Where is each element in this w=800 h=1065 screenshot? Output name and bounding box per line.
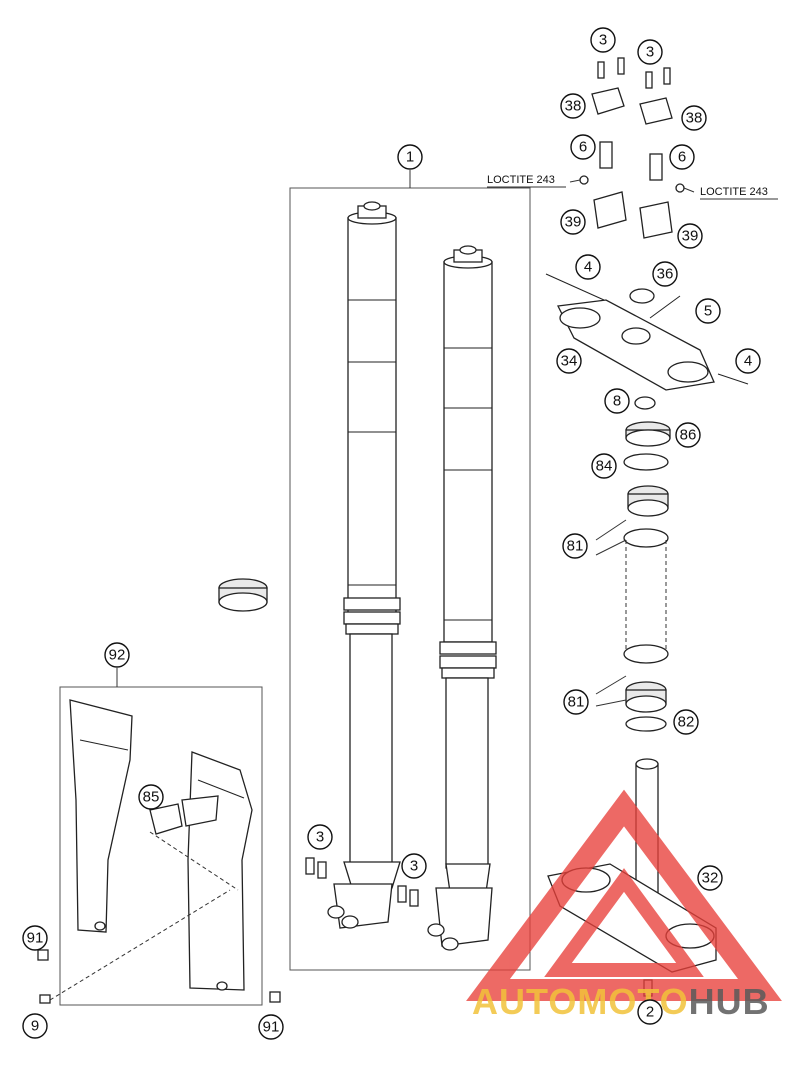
callout-92: 92 [104, 642, 130, 668]
callout-4: 4 [575, 254, 601, 280]
svg-text:81: 81 [567, 538, 584, 555]
watermark-text-part2: HUB [689, 981, 770, 1022]
svg-text:85: 85 [143, 789, 160, 806]
svg-text:5: 5 [704, 303, 712, 320]
svg-text:91: 91 [27, 930, 44, 947]
fork-group-frame [289, 187, 531, 971]
fork-guard-group-frame [59, 686, 263, 1006]
svg-text:3: 3 [599, 32, 607, 49]
svg-text:3: 3 [646, 44, 654, 61]
callout-3: 3 [590, 27, 616, 53]
svg-text:39: 39 [565, 214, 582, 231]
svg-text:6: 6 [579, 139, 587, 156]
left-fork-leg [327, 201, 401, 929]
svg-text:38: 38 [565, 98, 582, 115]
upper-triple-clamp [545, 273, 749, 391]
callout-8: 8 [604, 388, 630, 414]
svg-text:6: 6 [678, 149, 686, 166]
right-fork-leg [427, 245, 497, 951]
left-fork-guard [69, 699, 133, 933]
callout-39: 39 [560, 209, 586, 235]
svg-text:2: 2 [646, 1004, 654, 1021]
callout-5: 5 [695, 298, 721, 324]
callout-9: 9 [22, 1013, 48, 1039]
svg-text:8: 8 [613, 393, 621, 410]
callout-3: 3 [637, 39, 663, 65]
svg-text:3: 3 [316, 829, 324, 846]
svg-text:4: 4 [744, 353, 752, 370]
guard-screws [37, 949, 281, 1004]
watermark-text: AUTOMOTOHUB [472, 981, 770, 1022]
callout-91: 91 [22, 925, 48, 951]
svg-text:92: 92 [109, 647, 126, 664]
svg-text:82: 82 [678, 714, 695, 731]
svg-text:38: 38 [686, 110, 703, 127]
svg-text:91: 91 [263, 1019, 280, 1036]
svg-text:86: 86 [680, 427, 697, 444]
svg-text:3: 3 [410, 858, 418, 875]
callout-38: 38 [560, 93, 586, 119]
svg-text:34: 34 [561, 353, 578, 370]
callout-81: 81 [562, 533, 588, 559]
svg-text:4: 4 [584, 259, 592, 276]
axle-clamp-screws [305, 857, 419, 907]
loose-ring-part [218, 578, 268, 612]
right-fork-guard [187, 751, 253, 991]
callout-81: 81 [563, 689, 589, 715]
loctite-note-right: LOCTITE 243 [700, 186, 768, 198]
svg-text:81: 81 [568, 694, 585, 711]
steering-bearings [623, 396, 671, 732]
callout-82: 82 [673, 709, 699, 735]
callout-2: 2 [637, 999, 663, 1025]
watermark-triangle-icon [466, 789, 782, 1001]
watermark-logo [466, 789, 782, 1001]
callout-84: 84 [591, 453, 617, 479]
callout-1: 1 [397, 144, 423, 170]
callout-91: 91 [258, 1014, 284, 1040]
guard-bracket [149, 795, 219, 835]
callout-39: 39 [677, 223, 703, 249]
callout-32: 32 [697, 865, 723, 891]
svg-text:9: 9 [31, 1018, 39, 1035]
callout-6: 6 [669, 144, 695, 170]
svg-text:32: 32 [702, 870, 719, 887]
callout-3: 3 [401, 853, 427, 879]
loctite-note-left: LOCTITE 243 [487, 174, 555, 186]
callout-86: 86 [675, 422, 701, 448]
callout-6: 6 [570, 134, 596, 160]
callout-85: 85 [138, 784, 164, 810]
callout-36: 36 [652, 261, 678, 287]
callout-4: 4 [735, 348, 761, 374]
handlebar-clamp-top [579, 57, 685, 239]
svg-text:36: 36 [657, 266, 674, 283]
svg-text:1: 1 [406, 149, 414, 166]
callout-3: 3 [307, 824, 333, 850]
callout-34: 34 [556, 348, 582, 374]
svg-text:39: 39 [682, 228, 699, 245]
svg-text:84: 84 [596, 458, 613, 475]
callout-38: 38 [681, 105, 707, 131]
